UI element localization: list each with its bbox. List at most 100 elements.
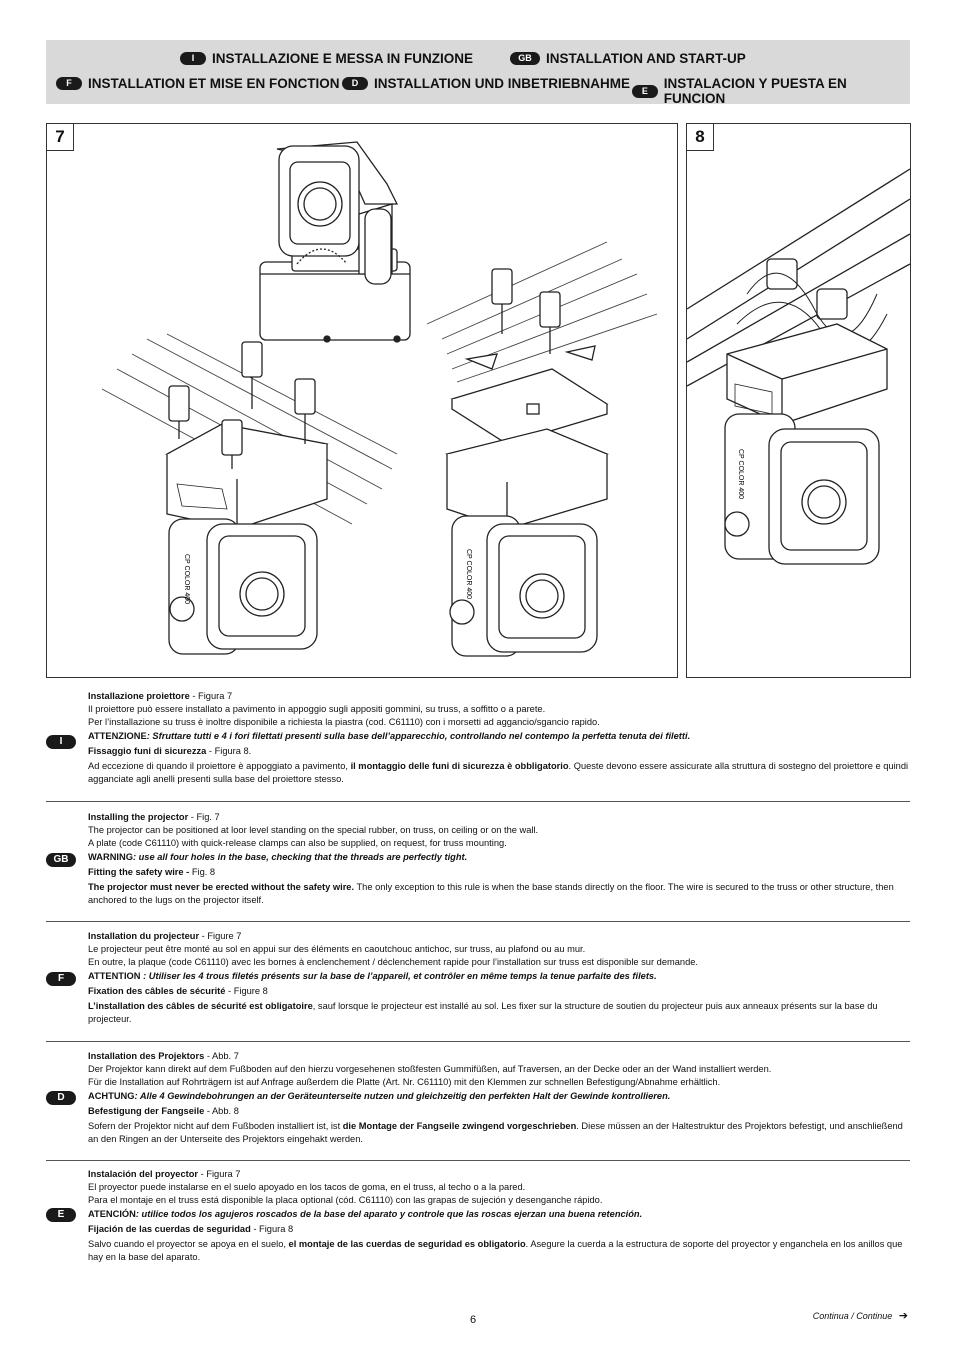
lang-badge-de: D xyxy=(46,1091,76,1105)
warning-label: WARNING xyxy=(88,851,133,862)
warning-text: : Utiliser les 4 trous filetés présents … xyxy=(140,970,657,981)
section-divider xyxy=(46,1160,910,1161)
body-text: . Queste devono essere assicurate alla s… xyxy=(88,761,909,785)
clamp-and-wire xyxy=(736,258,888,400)
body-line: El proyector puede instalarse en el suel… xyxy=(88,1182,526,1193)
section-es: Instalación del proyector - Figura 7 El … xyxy=(88,1168,910,1264)
page-number: 6 xyxy=(470,1314,477,1326)
warning-label: ACHTUNG xyxy=(88,1090,135,1101)
lang-badge-fr: F xyxy=(56,77,82,90)
figure-number: 7 xyxy=(47,124,74,151)
warning-text: : Sfruttare tutti e 4 i fori filettati p… xyxy=(146,730,691,741)
figure-ref: - Figura 8. xyxy=(206,745,252,756)
projector-hanging-left xyxy=(165,341,329,655)
header-title-text: INSTALACION Y PUESTA EN FUNCION xyxy=(663,76,847,106)
header-title-text: INSTALLATION UND INBETRIEBNAHME xyxy=(374,76,630,91)
body-line: The projector can be positioned at loor … xyxy=(88,825,539,836)
body-bold: The projector must never be erected with… xyxy=(88,882,355,893)
lang-badge-gb: GB xyxy=(46,853,76,867)
section-heading: Installation du projecteur xyxy=(88,931,200,941)
figure-7-illustration: CP COLOR 400 CP COLOR 400 xyxy=(101,141,658,657)
arrow-right-icon: ➔ xyxy=(898,1310,908,1322)
lang-badge-it: I xyxy=(46,735,76,749)
figure-ref: - Abb. 7 xyxy=(204,1051,239,1061)
section-heading: Instalación del proyector xyxy=(88,1169,199,1179)
lang-badge-fr: F xyxy=(46,972,76,986)
warning-text: : Alle 4 Gewindebohrungen an der Geräteu… xyxy=(134,1090,671,1101)
projector-upright xyxy=(259,141,411,343)
section-divider xyxy=(46,921,910,922)
body-line: Per l’installazione su truss è inoltre d… xyxy=(88,717,600,728)
header-title-fr: F INSTALLATION ET MISE EN FONCTION xyxy=(56,76,340,91)
figure-ref: - Fig. 7 xyxy=(188,812,220,822)
figure-number: 8 xyxy=(687,124,714,151)
figure-ref: - Abb. 8 xyxy=(204,1105,239,1116)
body-bold: die Montage der Fangseile zwingend vorge… xyxy=(342,1121,577,1132)
section-subheading: Fijación de las cuerdas de seguridad xyxy=(88,1223,251,1234)
figure-ref: - Figura 7 xyxy=(198,1169,241,1179)
body-line: A plate (code C61110) with quick-release… xyxy=(88,838,507,849)
section-subheading: Fixation des câbles de sécurité xyxy=(88,985,226,996)
truss-tubes xyxy=(687,168,910,387)
body-line: Il proiettore può essere installato a pa… xyxy=(88,704,546,715)
section-heading: Installation des Projektors xyxy=(88,1051,205,1061)
warning-label: ATTENTION xyxy=(88,970,141,981)
lang-badge-de: D xyxy=(342,77,368,90)
section-heading: Installazione proiettore xyxy=(88,691,190,701)
figure-ref: Fig. 8 xyxy=(191,866,216,877)
continue-text: Continua / Continue xyxy=(812,1311,893,1321)
warning-label: ATENCIÓN xyxy=(88,1208,136,1219)
section-divider xyxy=(46,801,910,802)
section-heading: Installing the projector xyxy=(88,812,189,822)
header-title-text: INSTALLATION AND START-UP xyxy=(546,51,746,66)
body-line: Le projecteur peut être monté au sol en … xyxy=(88,944,586,955)
figure-8: 8 xyxy=(686,123,911,678)
body-line: Para el montaje en el truss está disponi… xyxy=(88,1195,603,1206)
section-divider xyxy=(46,1041,910,1042)
body-text: , sauf lorsque le projecteur est install… xyxy=(88,1001,878,1025)
body-line: Der Projektor kann direkt auf dem Fußbod… xyxy=(88,1064,772,1075)
projector-hanging xyxy=(724,323,888,565)
warning-text: : use all four holes in the base, checki… xyxy=(132,851,468,862)
figure-8-illustration: CP COLOR 400 xyxy=(687,168,910,565)
figure-7: 7 xyxy=(46,123,678,678)
projector-hanging-right xyxy=(445,268,609,657)
header-title-text: INSTALLAZIONE E MESSA IN FUNZIONE xyxy=(212,51,474,66)
body-text: Salvo cuando el proyector se apoya en el… xyxy=(88,1239,289,1250)
body-text: Ad eccezione di quando il proiettore è a… xyxy=(88,761,351,772)
header-title-de: D INSTALLATION UND INBETRIEBNAHME xyxy=(342,76,630,91)
body-text: The only exception to this rule is when … xyxy=(88,882,894,906)
figure-ref: - Figure 8 xyxy=(225,985,268,996)
body-text: . Diese müssen an der Haltestruktur des … xyxy=(88,1121,903,1145)
section-subheading: Fitting the safety wire - xyxy=(88,866,192,877)
section-de: Installation des Projektors - Abb. 7 Der… xyxy=(88,1050,910,1146)
model-label-left: CP COLOR 400 xyxy=(183,554,190,604)
section-gb: Installing the projector - Fig. 7 The pr… xyxy=(88,811,910,907)
body-line: En outre, la plaque (code C61110) avec l… xyxy=(88,957,698,968)
section-it: Installazione proiettore - Figura 7 Il p… xyxy=(88,690,910,786)
body-text: Sofern der Projektor nicht auf dem Fußbo… xyxy=(88,1121,343,1132)
figure-ref: - Figura 7 xyxy=(189,691,233,701)
section-fr: Installation du projecteur - Figure 7 Le… xyxy=(88,930,910,1026)
section-subheading: Befestigung der Fangseile xyxy=(88,1105,205,1116)
lang-badge-es: E xyxy=(46,1208,76,1222)
header-title-text: INSTALLATION ET MISE EN FONCTION xyxy=(88,76,340,91)
continue-note: Continua / Continue ➔ xyxy=(813,1309,908,1322)
lang-badge-it: I xyxy=(180,52,206,65)
header-title-it: I INSTALLAZIONE E MESSA IN FUNZIONE xyxy=(180,51,473,66)
section-subheading: Fissaggio funi di sicurezza xyxy=(88,745,207,756)
warning-label: ATTENZIONE xyxy=(88,730,147,741)
figure-ref: - Figura 8 xyxy=(250,1223,294,1234)
lang-badge-gb: GB xyxy=(510,52,540,65)
lang-badge-es: E xyxy=(632,84,658,98)
model-label-right: CP COLOR 400 xyxy=(465,549,472,599)
body-bold: el montaje de las cuerdas de seguridad e… xyxy=(288,1239,526,1250)
body-line: Für die Installation auf Rohrträgern ist… xyxy=(88,1077,721,1088)
warning-text: : utilice todos los agujeros roscados de… xyxy=(135,1208,643,1219)
body-bold: il montaggio delle funi di sicurezza è o… xyxy=(350,761,569,772)
figure-ref: - Figure 7 xyxy=(199,931,242,941)
body-bold: L’installation des câbles de sécurité es… xyxy=(88,1001,313,1012)
header-bar: I INSTALLAZIONE E MESSA IN FUNZIONE GB I… xyxy=(46,40,910,106)
model-label: CP COLOR 400 xyxy=(737,449,744,499)
body-text: . Asegure la cuerda a la estructura de s… xyxy=(88,1239,903,1263)
